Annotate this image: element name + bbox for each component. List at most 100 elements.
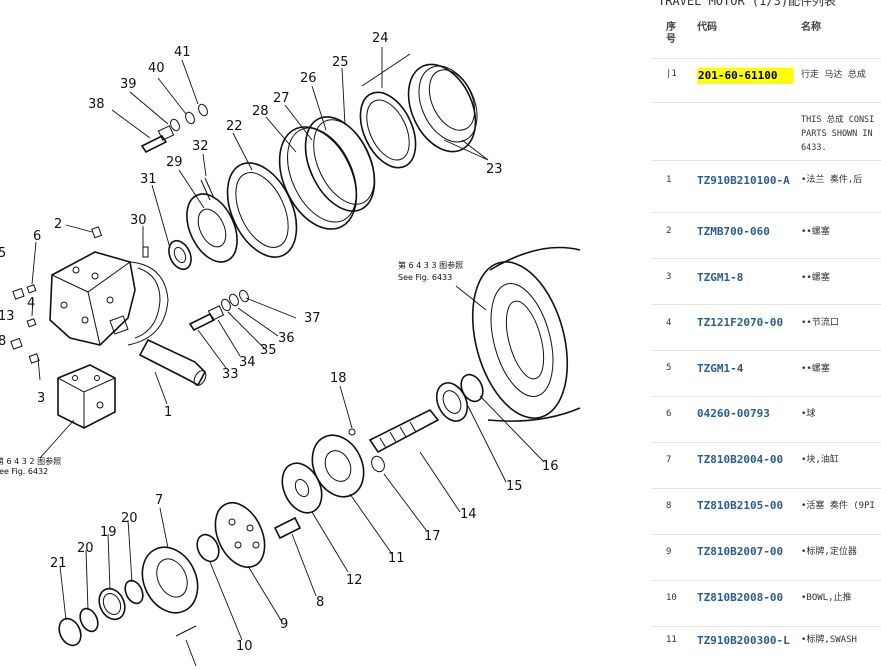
- callout-32: 32: [192, 139, 209, 154]
- callout-11: 11: [388, 551, 405, 566]
- callout-14: 14: [460, 507, 477, 522]
- row-seq: 7: [666, 455, 672, 465]
- bearing-and-springs: [142, 177, 238, 271]
- callout-20b: 20: [77, 541, 94, 556]
- table-row: THIS 总成 CONSI PARTS SHOWN IN 6433.: [652, 102, 881, 161]
- callout-27: 27: [273, 91, 290, 106]
- table-row: 1 TZ910B210100-A •法兰 奏件,后: [652, 160, 881, 213]
- table-row: 7 TZ810B2004-00 •块,油缸: [652, 442, 881, 489]
- cylinder-block-set: [58, 502, 302, 647]
- rear-flange-block: [49, 251, 169, 346]
- part-code-link[interactable]: TZMB700-060: [697, 225, 770, 238]
- see-fig-6433-cn: 第 6 4 3 3 图参照: [398, 260, 463, 270]
- row-seq: 9: [666, 547, 672, 557]
- table-row: 5 TZGM1-4 ••螺塞: [652, 350, 881, 397]
- row-seq: 6: [666, 409, 672, 419]
- callout-38: 38: [88, 97, 105, 112]
- brake-plates: [359, 63, 478, 169]
- part-name: •标牌,定位器: [801, 547, 857, 557]
- part-code-link[interactable]: TZGM1-8: [697, 271, 744, 284]
- part-code-link[interactable]: 04260-00793: [697, 407, 770, 420]
- part-code-link[interactable]: TZ910B200300-L: [697, 634, 790, 647]
- callout-34: 34: [239, 355, 256, 370]
- column-header-code: 代码: [697, 22, 717, 33]
- part-name: •标牌,SWASH: [801, 635, 857, 645]
- callout-24: 24: [372, 31, 389, 46]
- table-row: 3 TZGM1-8 ••螺塞: [652, 258, 881, 305]
- callout-28: 28: [252, 104, 269, 119]
- callout-39: 39: [120, 77, 137, 92]
- callout-21: 21: [50, 556, 67, 571]
- callout-20a: 20: [121, 511, 138, 526]
- part-name: •块,油缸: [801, 455, 839, 465]
- callout-23: 23: [486, 162, 503, 177]
- swash-plate-set: [281, 428, 365, 514]
- part-name: ••螺塞: [801, 227, 830, 237]
- row-seq: 11: [666, 635, 677, 645]
- table-row: 4 TZ121F2070-00 ••节流口: [652, 304, 881, 351]
- callout-3: 3: [37, 391, 45, 406]
- row-seq: 10: [666, 593, 677, 603]
- callout-36: 36: [278, 331, 295, 346]
- callout-labels: 1 2 3 4 5 6 7 8 9 10 11 12 13 14 15 16 1…: [0, 31, 559, 654]
- part-name: 行走 马达 总成: [801, 70, 866, 80]
- callout-8: 8: [316, 595, 324, 610]
- table-row: 10 TZ810B2008-00 •BOWL,止推: [652, 580, 881, 627]
- part-name: •活塞 奏件 (9PI: [801, 501, 875, 511]
- part-code-link[interactable]: TZ121F2070-00: [697, 316, 784, 329]
- column-header-seq: 序 号: [666, 22, 676, 45]
- row-seq: 2: [666, 226, 672, 236]
- row-seq: 4: [666, 318, 672, 328]
- table-row: 2 TZMB700-060 ••螺塞: [652, 212, 881, 259]
- row-seq: 3: [666, 272, 672, 282]
- callout-41: 41: [174, 45, 191, 60]
- part-name: ••节流口: [801, 318, 839, 328]
- callout-35: 35: [260, 343, 277, 358]
- plug-set-left: [10, 226, 103, 364]
- callout-30: 30: [130, 213, 147, 228]
- panel-title: TRAVEL MOTOR (1/3)配件列表: [658, 0, 837, 8]
- callout-1: 1: [164, 405, 172, 420]
- part-name: ••螺塞: [801, 273, 830, 283]
- see-fig-6432-cn: 第 6 4 3 2 图参照: [0, 456, 61, 466]
- table-row: 6 04260-00793 •球: [652, 396, 881, 443]
- relief-valve-parts-lower: [188, 289, 249, 332]
- see-fig-6433-en: See Fig. 6433: [398, 273, 452, 282]
- motor-housing-6433: [471, 246, 581, 422]
- row-seq: |1: [666, 69, 677, 79]
- part-code-link[interactable]: TZ810B2004-00: [697, 453, 784, 466]
- part-code-link[interactable]: TZ810B2008-00: [697, 591, 784, 604]
- callout-25: 25: [332, 55, 349, 70]
- callout-29: 29: [166, 155, 183, 170]
- callout-15: 15: [506, 479, 523, 494]
- table-row: 9 TZ810B2007-00 •标牌,定位器: [652, 534, 881, 581]
- callout-18: 18: [330, 371, 347, 386]
- callout-37: 37: [304, 311, 321, 326]
- part-code-link[interactable]: 201-60-61100: [697, 68, 794, 84]
- part-name: •法兰 奏件,后: [801, 175, 863, 185]
- part-code-link[interactable]: TZ810B2105-00: [697, 499, 784, 512]
- table-row: 11 TZ910B200300-L •标牌,SWASH: [652, 626, 881, 669]
- shaft-pin: [138, 338, 207, 387]
- callout-17: 17: [424, 529, 441, 544]
- callout-4: 4: [27, 296, 35, 311]
- callout-7: 7: [155, 493, 163, 508]
- callout-16: 16: [542, 459, 559, 474]
- row-seq: 8: [666, 501, 672, 511]
- callout-13: 13: [0, 309, 15, 324]
- table-row: 8 TZ810B2105-00 •活塞 奏件 (9PI: [652, 488, 881, 535]
- callout-6: 6: [33, 229, 41, 244]
- part-code-link[interactable]: TZ810B2007-00: [697, 545, 784, 558]
- part-code-link[interactable]: TZGM1-4: [697, 362, 744, 375]
- drive-shaft: [368, 373, 484, 473]
- callout-31: 31: [140, 172, 157, 187]
- leader-lines: [31, 47, 545, 667]
- callout-33: 33: [222, 367, 239, 382]
- column-header-name: 名称: [801, 22, 821, 33]
- part-code-link[interactable]: TZ910B210100-A: [697, 174, 790, 187]
- part-name: •球: [801, 409, 816, 419]
- callout-9: 9: [280, 617, 288, 632]
- part-name: •BOWL,止推: [801, 593, 852, 603]
- seal-rings: [226, 116, 376, 258]
- callout-22: 22: [226, 119, 243, 134]
